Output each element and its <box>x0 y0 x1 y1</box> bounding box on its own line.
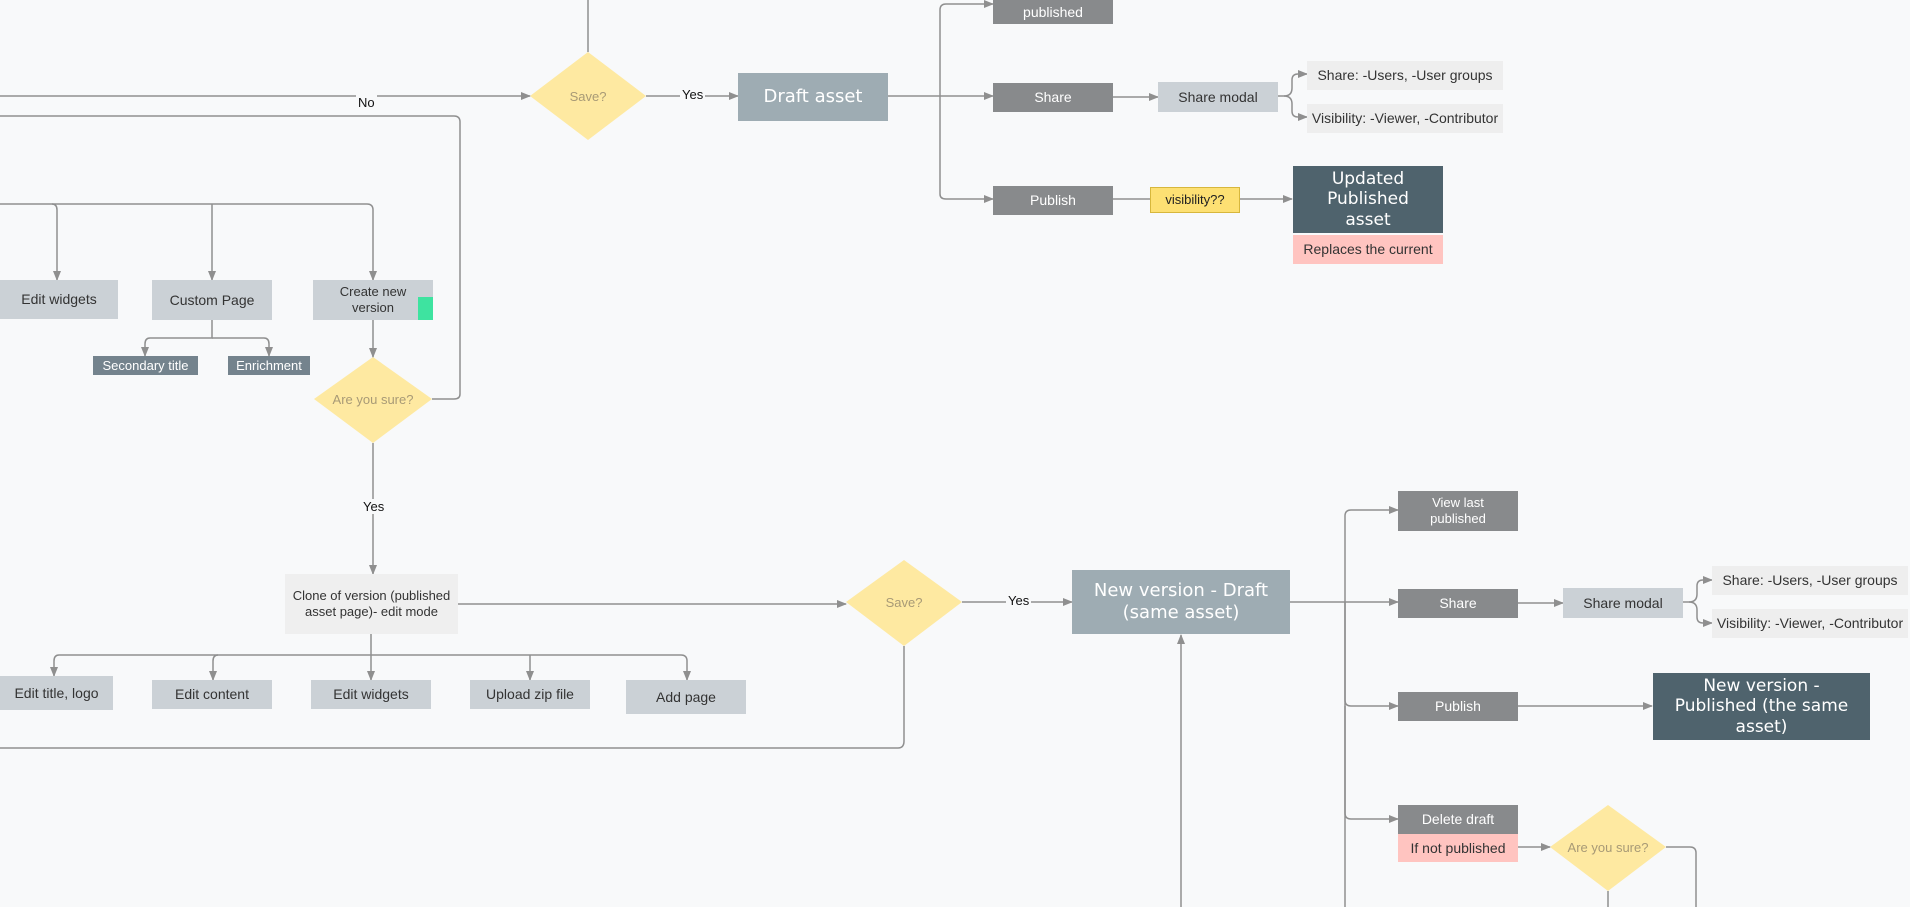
upload-zip-node[interactable]: Upload zip file <box>470 680 590 709</box>
edge-modal-split-top <box>1278 70 1308 97</box>
share-top-node[interactable]: Share <box>993 83 1113 112</box>
edge-to-published-top <box>939 0 994 96</box>
share-bottom-node[interactable]: Share <box>1398 589 1518 618</box>
create-new-version-node[interactable]: Create new version <box>313 280 433 320</box>
edit-title-logo-node[interactable]: Edit title, logo <box>0 676 113 710</box>
edge-save-bottom-loop <box>0 646 905 749</box>
edit-widgets-top-node[interactable]: Edit widgets <box>0 280 118 319</box>
share-users-top-node[interactable]: Share: -Users, -User groups <box>1307 61 1503 90</box>
edge-no-loop <box>0 115 461 400</box>
status-tag <box>418 297 433 320</box>
clone-version-node[interactable]: Clone of version (published asset page)-… <box>285 574 458 634</box>
decision-save-bottom <box>846 560 962 646</box>
yes-edge-label-mid: Yes <box>361 499 387 514</box>
are-you-sure-mid-label[interactable]: Are you sure? <box>332 391 414 407</box>
new-version-published-node[interactable]: New version - Published (the same asset) <box>1653 673 1870 740</box>
updated-published-asset-node[interactable]: Updated Published asset <box>1293 166 1443 233</box>
visibility-bottom-node[interactable]: Visibility: -Viewer, -Contributor <box>1712 609 1908 638</box>
edge-sure-bottom-out <box>1666 846 1697 907</box>
decision-are-you-sure-mid <box>314 357 432 443</box>
are-you-sure-bottom-label[interactable]: Are you sure? <box>1567 839 1649 855</box>
replaces-current-note: Replaces the current <box>1293 235 1443 264</box>
save-top-decision-label[interactable]: Save? <box>569 88 607 104</box>
decision-save-top <box>530 52 646 140</box>
view-published-top-node[interactable]: published <box>993 0 1113 24</box>
edge-modal-split-bottom <box>1683 576 1713 603</box>
publish-bottom-node[interactable]: Publish <box>1398 692 1518 721</box>
edit-content-node[interactable]: Edit content <box>152 680 272 709</box>
visibility-note: visibility?? <box>1150 187 1240 213</box>
enrichment-node[interactable]: Enrichment <box>228 356 310 375</box>
edit-widgets-bottom-node[interactable]: Edit widgets <box>311 680 431 709</box>
edge-to-delete-draft <box>1344 706 1399 823</box>
add-page-node[interactable]: Add page <box>626 680 746 714</box>
edge-to-publish-bottom <box>1344 602 1399 710</box>
yes-edge-label-bottom: Yes <box>1006 593 1032 608</box>
view-last-published-node[interactable]: View last published <box>1398 491 1518 531</box>
edge-branch-bus <box>0 203 377 281</box>
draft-asset-node[interactable]: Draft asset <box>738 73 888 121</box>
publish-top-node[interactable]: Publish <box>993 186 1113 215</box>
share-users-bottom-node[interactable]: Share: -Users, -User groups <box>1712 566 1908 595</box>
secondary-title-node[interactable]: Secondary title <box>93 356 198 375</box>
share-modal-top-node[interactable]: Share modal <box>1158 82 1278 112</box>
no-edge-label: No <box>356 95 377 110</box>
edge-custom-page-split <box>141 320 213 357</box>
yes-edge-label-top: Yes <box>680 87 706 102</box>
visibility-top-node[interactable]: Visibility: -Viewer, -Contributor <box>1307 104 1503 133</box>
decision-are-you-sure-bottom <box>1550 805 1666 891</box>
edge-to-publish-top <box>939 96 994 203</box>
custom-page-node[interactable]: Custom Page <box>152 280 272 320</box>
new-version-draft-node[interactable]: New version - Draft (same asset) <box>1072 570 1290 634</box>
share-modal-bottom-node[interactable]: Share modal <box>1563 588 1683 618</box>
save-bottom-decision-label[interactable]: Save? <box>885 594 923 610</box>
if-not-published-note: If not published <box>1398 834 1518 862</box>
delete-draft-node[interactable]: Delete draft <box>1398 805 1518 834</box>
